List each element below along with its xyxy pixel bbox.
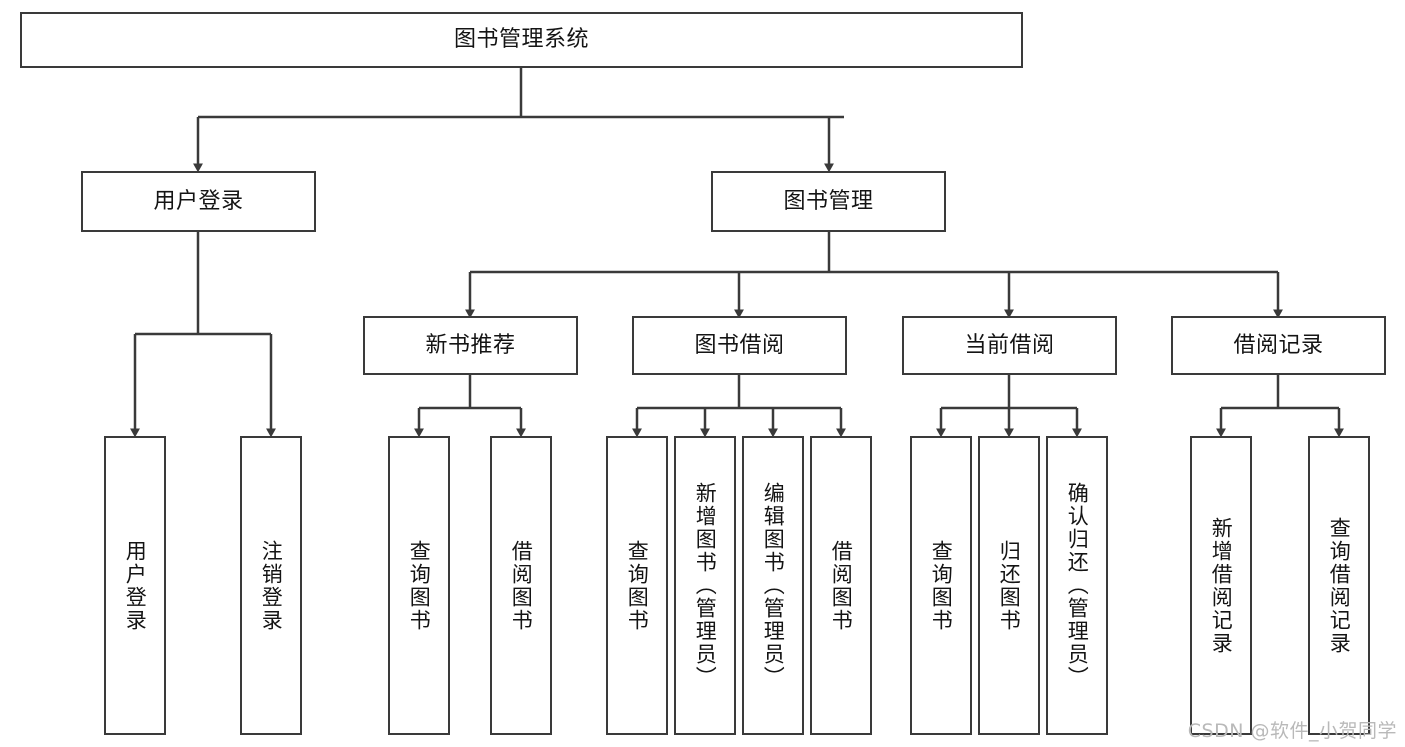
node-leaf-borrow-book-1[interactable]: 借阅图书 (490, 436, 552, 735)
node-leaf-edit-book[interactable]: 编辑图书（管理员） (742, 436, 804, 735)
node-leaf-edit-book-label: 编辑图书（管理员） (761, 482, 786, 689)
node-leaf-query-record-label: 查询借阅记录 (1327, 516, 1352, 655)
node-leaf-confirm-return[interactable]: 确认归还（管理员） (1046, 436, 1108, 735)
node-borrow-record-label: 借阅记录 (1233, 332, 1324, 358)
node-leaf-query-record[interactable]: 查询借阅记录 (1308, 436, 1370, 735)
node-leaf-borrow-book-2[interactable]: 借阅图书 (810, 436, 872, 735)
node-book-management[interactable]: 图书管理 (711, 171, 946, 232)
node-book-management-label: 图书管理 (783, 188, 874, 214)
node-leaf-add-record-label: 新增借阅记录 (1209, 516, 1234, 655)
node-leaf-borrow-book-1-label: 借阅图书 (509, 539, 534, 632)
node-leaf-query-book-1-label: 查询图书 (407, 539, 432, 632)
node-leaf-return-book-label: 归还图书 (997, 539, 1022, 632)
node-new-book-recommend[interactable]: 新书推荐 (363, 316, 578, 375)
node-current-borrow[interactable]: 当前借阅 (902, 316, 1117, 375)
node-leaf-add-book[interactable]: 新增图书（管理员） (674, 436, 736, 735)
node-user-login-label: 用户登录 (153, 188, 244, 214)
csdn-watermark: CSDN @软件_小贺同学 (1187, 720, 1397, 742)
node-user-login[interactable]: 用户登录 (81, 171, 316, 232)
node-leaf-query-book-1[interactable]: 查询图书 (388, 436, 450, 735)
node-new-book-recommend-label: 新书推荐 (425, 332, 516, 358)
node-leaf-logout-login-label: 注销登录 (259, 539, 284, 632)
node-leaf-user-login[interactable]: 用户登录 (104, 436, 166, 735)
node-book-borrow[interactable]: 图书借阅 (632, 316, 847, 375)
node-leaf-user-login-label: 用户登录 (123, 539, 148, 632)
node-leaf-query-book-3-label: 查询图书 (929, 539, 954, 632)
node-borrow-record[interactable]: 借阅记录 (1171, 316, 1386, 375)
node-leaf-query-book-3[interactable]: 查询图书 (910, 436, 972, 735)
node-leaf-query-book-2-label: 查询图书 (625, 539, 650, 632)
node-leaf-query-book-2[interactable]: 查询图书 (606, 436, 668, 735)
node-leaf-borrow-book-2-label: 借阅图书 (829, 539, 854, 632)
node-root-label: 图书管理系统 (453, 27, 589, 53)
node-leaf-logout-login[interactable]: 注销登录 (240, 436, 302, 735)
node-leaf-add-book-label: 新增图书（管理员） (693, 482, 718, 689)
node-leaf-confirm-return-label: 确认归还（管理员） (1065, 482, 1090, 689)
node-current-borrow-label: 当前借阅 (964, 332, 1055, 358)
node-leaf-add-record[interactable]: 新增借阅记录 (1190, 436, 1252, 735)
node-leaf-return-book[interactable]: 归还图书 (978, 436, 1040, 735)
node-book-borrow-label: 图书借阅 (694, 332, 785, 358)
node-root[interactable]: 图书管理系统 (20, 12, 1023, 68)
